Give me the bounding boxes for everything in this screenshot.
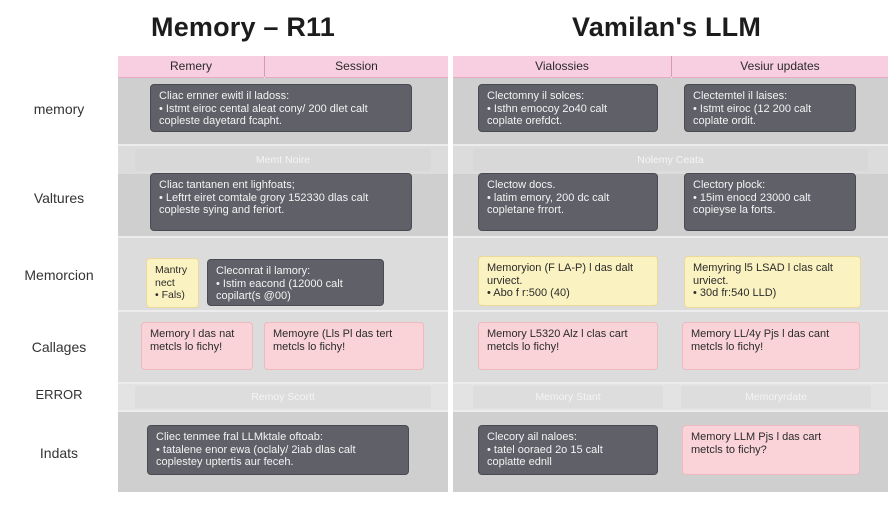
callages-note-box-1: Memory L5320 Alz l clas cart metcls lo f… <box>478 322 658 370</box>
sub-bar-memoryrdate: Memoryrdate <box>681 386 871 408</box>
left-panel: Remery Session Memt Noire Remoy Scortt C… <box>118 56 448 492</box>
header-remery: Remery <box>118 56 264 78</box>
callages-note-box-2: Memory LL/4y Pjs l das cant metcls lo fi… <box>682 322 860 370</box>
left-title: Memory – R11 <box>151 12 335 42</box>
row-divider <box>118 410 448 412</box>
memorcion-note-box: Cleconrat il lamory: • Istim eacond (120… <box>207 259 384 306</box>
callages-note-box-2: Memoyre (Lls Pl das tert metcls lo fichy… <box>264 322 424 370</box>
row-divider <box>453 144 888 146</box>
header-session: Session <box>265 56 448 78</box>
row-label-indats: Indats <box>39 445 79 461</box>
indats-note-box: Cliec tenmee fral LLMktale oftoab: • tat… <box>147 425 409 475</box>
sub-bar-memt-noire: Memt Noire <box>135 149 431 171</box>
row-divider <box>453 236 888 238</box>
sub-bar-remoy-scortt: Remoy Scortt <box>135 386 431 408</box>
indats-note-box-2: Memory LLM Pjs l das cart metcls to fich… <box>682 425 860 475</box>
row-label-valtures: Valtures <box>33 190 85 206</box>
row-label-memory: memory <box>33 101 85 117</box>
row-label-memorcion: Memorcion <box>24 267 94 283</box>
memorcion-note-box-2: Memyring l5 LSAD l clas calt urviect. • … <box>684 256 861 308</box>
header-separator <box>671 56 672 77</box>
header-vesiur-updates: Vesiur updates <box>672 56 888 78</box>
memorcion-tag-box: Mantry nect • Fals) <box>146 258 199 308</box>
right-panel: Vialossies Vesiur updates Nolemy Ceata M… <box>453 56 888 492</box>
memory-note-box: Cliac ernner ewitl il ladoss: • Istmt ei… <box>150 84 412 132</box>
sub-bar-memory-stant: Memory Stant <box>473 386 663 408</box>
row-divider <box>453 410 888 412</box>
row-divider <box>453 310 888 312</box>
valtures-note-box: Cliac tantanen ent lighfoats; • Leftrt e… <box>150 173 412 231</box>
row-divider <box>118 236 448 238</box>
memory-note-box-2: Clectemtel il laises: • Istmt eiroc (12 … <box>684 84 856 132</box>
header-separator <box>264 56 265 77</box>
row-divider <box>453 382 888 384</box>
right-title: Vamilan's LLM <box>572 12 762 42</box>
valtures-note-box-1: Clectow docs. • latim emory, 200 dc calt… <box>478 173 658 231</box>
valtures-note-box-2: Clectory plock: • 15im enocd 23000 calt … <box>684 173 856 231</box>
row-divider <box>118 310 448 312</box>
header-vialossies: Vialossies <box>453 56 671 78</box>
row-label-error: ERROR <box>35 387 83 402</box>
row-divider <box>118 382 448 384</box>
row-label-callages: Callages <box>31 339 87 355</box>
memorcion-note-box-1: Memoryion (F LA-P) l das dalt urviect. •… <box>478 256 658 306</box>
callages-note-box-1: Memory l das nat metcls lo fichy! <box>141 322 253 370</box>
row-divider <box>118 144 448 146</box>
sub-bar-nolemy-ceata: Nolemy Ceata <box>473 149 868 171</box>
indats-note-box-1: Clecory ail naloes: • tatel ooraed 2o 15… <box>478 425 658 475</box>
memory-note-box-1: Clectomny il solces: • Isthn emocoy 2o40… <box>478 84 658 132</box>
